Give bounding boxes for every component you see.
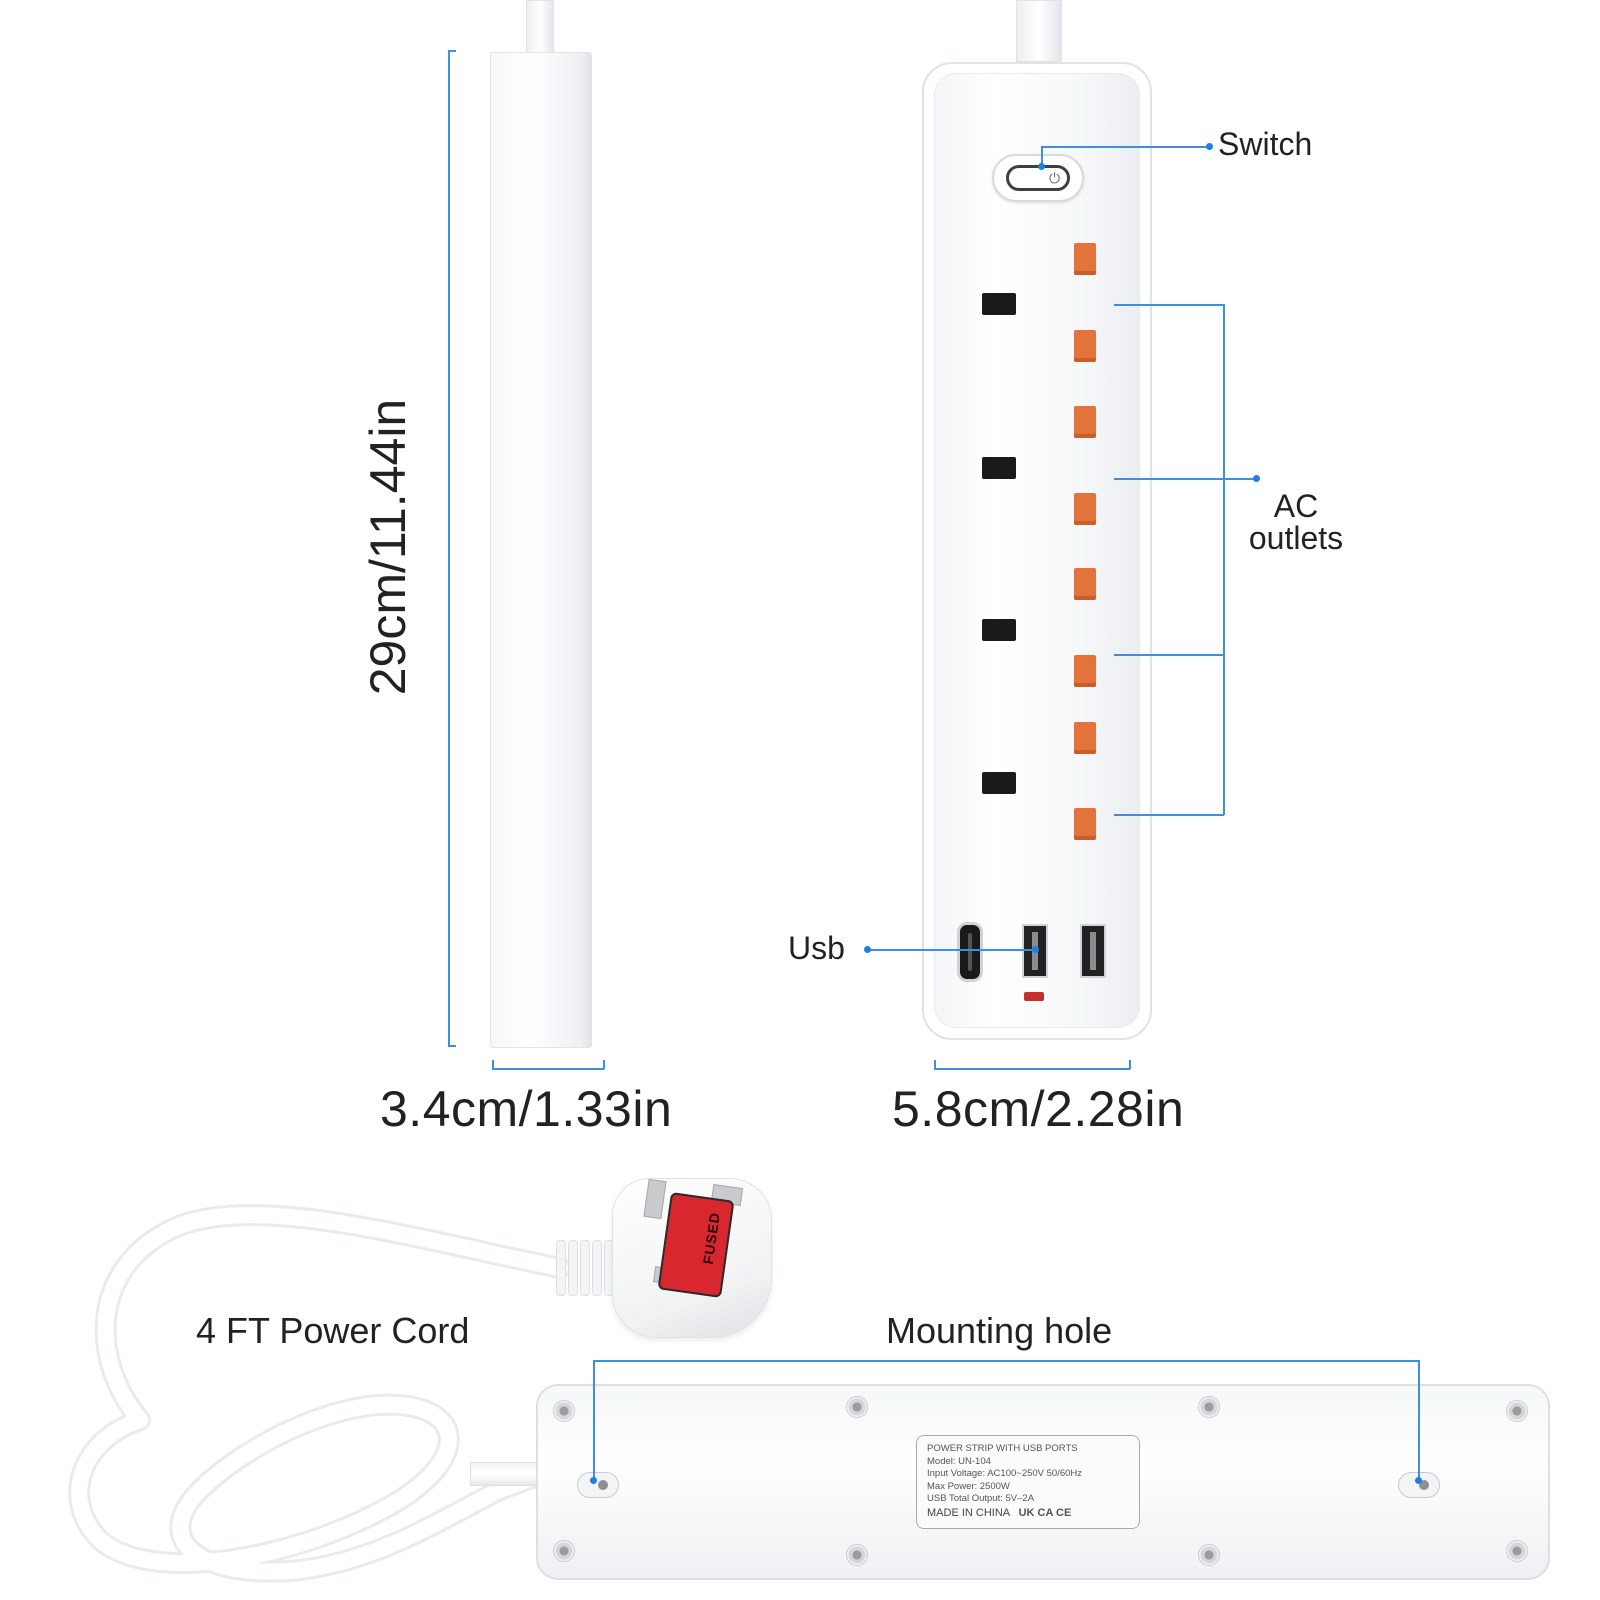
power-switch[interactable]: ⏻ bbox=[992, 154, 1084, 202]
side-view-body bbox=[490, 52, 592, 1048]
outlet-4-neutral bbox=[1074, 808, 1096, 840]
screw-2 bbox=[846, 1396, 868, 1418]
usb-c-port bbox=[957, 922, 983, 982]
cord-strain-relief bbox=[556, 1240, 616, 1296]
mounting-hole-label: Mounting hole bbox=[886, 1310, 1113, 1351]
front-width-dimension-line bbox=[934, 1068, 1130, 1070]
fuse-cover: FUSED bbox=[657, 1192, 735, 1298]
front-width-label: 5.8cm/2.28in bbox=[892, 1081, 1185, 1137]
outlet-2-neutral bbox=[1074, 493, 1096, 525]
screw-6 bbox=[846, 1544, 868, 1566]
side-view-cord bbox=[526, 0, 554, 54]
outlet-2-live bbox=[1074, 406, 1096, 438]
screw-7 bbox=[1198, 1544, 1220, 1566]
outlet-3-live bbox=[1074, 568, 1096, 600]
outlet-4-earth bbox=[982, 772, 1016, 794]
spec-label: POWER STRIP WITH USB PORTS Model: UN-104… bbox=[916, 1435, 1140, 1529]
outlet-2-earth bbox=[982, 457, 1016, 479]
mounting-hole-right bbox=[1398, 1472, 1440, 1498]
outlet-3-earth bbox=[982, 619, 1016, 641]
fuse-label: FUSED bbox=[699, 1210, 723, 1266]
screw-3 bbox=[1198, 1396, 1220, 1418]
usb-a-port-2 bbox=[1080, 924, 1106, 978]
outlet-1-neutral bbox=[1074, 330, 1096, 362]
front-view-cord bbox=[1016, 0, 1062, 62]
side-width-dimension-line bbox=[492, 1068, 604, 1070]
screw-4 bbox=[1506, 1400, 1528, 1422]
usb-callout-label: Usb bbox=[788, 930, 845, 966]
switch-callout-label: Switch bbox=[1218, 126, 1313, 162]
indicator-led bbox=[1024, 992, 1044, 1001]
front-view-panel bbox=[934, 73, 1140, 1028]
power-icon: ⏻ bbox=[1049, 170, 1061, 186]
height-dimension-line bbox=[448, 50, 450, 1046]
screw-5 bbox=[553, 1540, 575, 1562]
side-width-label: 3.4cm/1.33in bbox=[380, 1081, 673, 1137]
outlet-1-earth bbox=[982, 293, 1016, 315]
screw-8 bbox=[1506, 1540, 1528, 1562]
screw-1 bbox=[553, 1400, 575, 1422]
outlet-1-live bbox=[1074, 243, 1096, 275]
rear-cord-stub bbox=[470, 1462, 540, 1486]
outlet-3-neutral bbox=[1074, 655, 1096, 687]
ac-outlets-callout-label: AC outlets bbox=[1248, 488, 1344, 556]
outlet-4-live bbox=[1074, 722, 1096, 754]
certification-marks: UK CA CE bbox=[1018, 1506, 1072, 1519]
power-cord-label: 4 FT Power Cord bbox=[196, 1310, 470, 1351]
mounting-hole-left bbox=[577, 1472, 619, 1498]
